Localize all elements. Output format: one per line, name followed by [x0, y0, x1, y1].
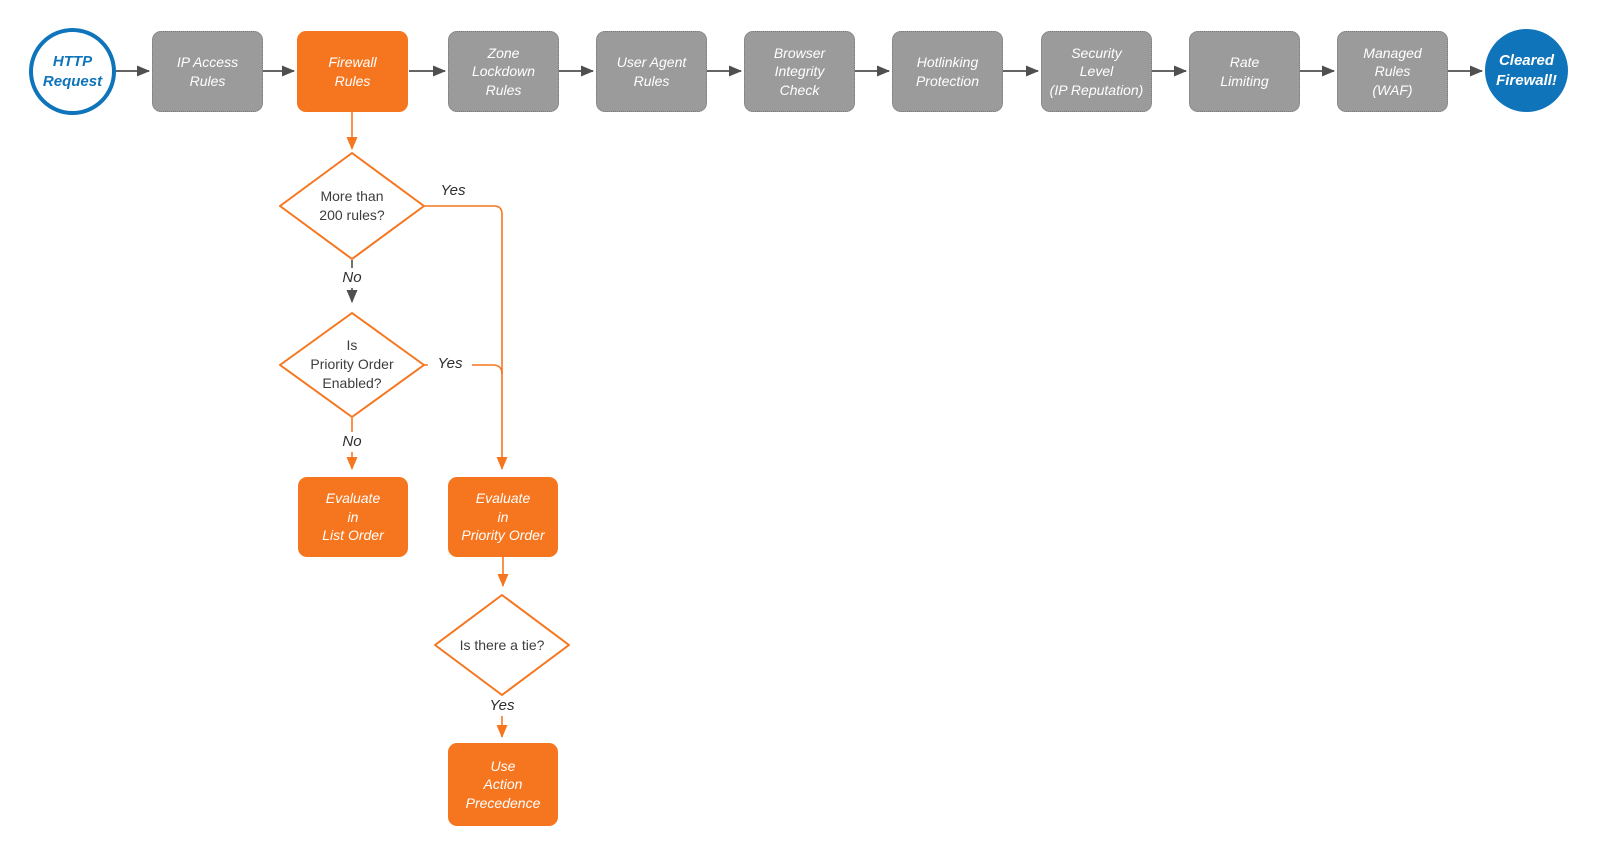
- decision-more-than-200-rules-shape: [279, 152, 425, 260]
- edge-label-no-priority: No: [333, 432, 371, 452]
- start-node-http-request: HTTP Request: [29, 28, 116, 115]
- pipeline-box-managed-rules-waf: Managed Rules (WAF): [1337, 31, 1448, 112]
- pipeline-box-security-level: Security Level (IP Reputation): [1041, 31, 1152, 112]
- action-use-action-precedence: Use Action Precedence: [448, 743, 558, 826]
- decision-is-there-a-tie: Is there a tie?: [459, 636, 545, 653]
- decision-priority-order-enabled: Is Priority Order Enabled?: [310, 337, 394, 391]
- edge-label-yes-tie: Yes: [489, 697, 515, 714]
- action-evaluate-in-priority-order: Evaluate in Priority Order: [448, 477, 558, 557]
- pipeline-box-zone-lockdown-rules: Zone Lockdown Rules: [448, 31, 559, 112]
- pipeline-box-firewall-rules: Firewall Rules: [297, 31, 408, 112]
- edge-label-yes-200: Yes: [440, 182, 466, 199]
- edge-yes-priority-join: [424, 364, 503, 375]
- pipeline-box-browser-integrity-check: Browser Integrity Check: [744, 31, 855, 112]
- pipeline-box-ip-access-rules: IP Access Rules: [152, 31, 263, 112]
- edge-label-yes-priority: Yes: [428, 354, 472, 374]
- pipeline-box-user-agent-rules: User Agent Rules: [596, 31, 707, 112]
- decision-priority-order-enabled-shape: [279, 312, 425, 418]
- edge-yes-200-to-priority-order: [424, 205, 508, 470]
- decision-is-there-a-tie-shape: [434, 594, 570, 696]
- pipeline-box-rate-limiting: Rate Limiting: [1189, 31, 1300, 112]
- edge-label-no-200: No: [333, 268, 371, 288]
- end-node-cleared-firewall: Cleared Firewall!: [1485, 29, 1568, 112]
- action-evaluate-in-list-order: Evaluate in List Order: [298, 477, 408, 557]
- pipeline-box-hotlinking-protection: Hotlinking Protection: [892, 31, 1003, 112]
- decision-more-than-200-rules: More than 200 rules?: [319, 188, 385, 223]
